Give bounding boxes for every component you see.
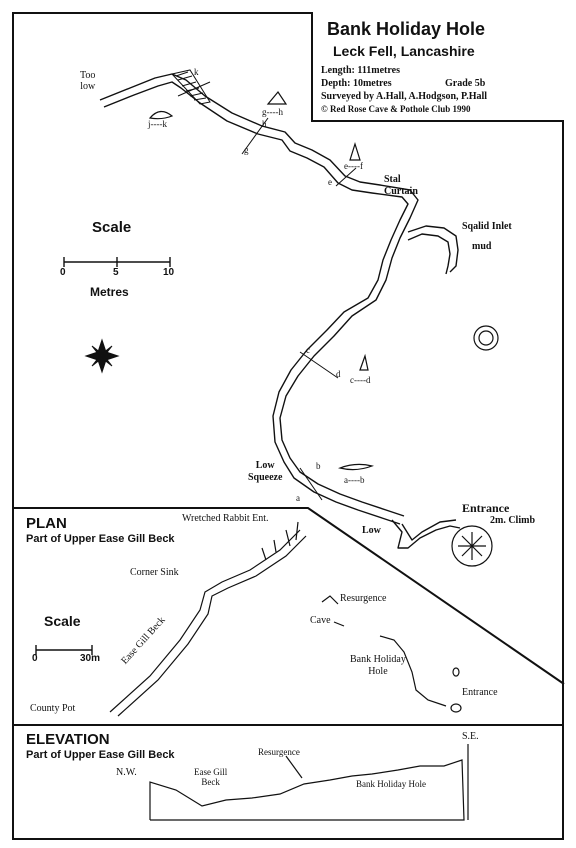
- label-low: Low: [362, 525, 381, 536]
- surveyors-label: Surveyed by A.Hall, A.Hodgson, P.Hall: [321, 91, 488, 102]
- inset-borders: [12, 507, 565, 726]
- label-resurgence: Resurgence: [340, 593, 387, 604]
- map-title: Bank Holiday Hole: [327, 19, 486, 39]
- section-b: b: [316, 461, 321, 471]
- map-frame: [12, 12, 564, 840]
- plan-streamlets: [261, 521, 299, 561]
- depth-label: Depth: 10metres: [321, 78, 392, 89]
- plan-heading: PLAN: [26, 515, 67, 532]
- section-c: c: [306, 345, 310, 355]
- cave-scale-unit: Metres: [90, 285, 129, 299]
- label-too-low: Too low: [80, 70, 96, 92]
- label-nw: N.W.: [116, 767, 137, 778]
- club-credit: © Red Rose Cave & Pothole Club 1990: [321, 104, 471, 114]
- plan-scale-title: Scale: [44, 613, 81, 629]
- grade-label: Grade 5b: [445, 78, 486, 89]
- elevation-subheading: Part of Upper Ease Gill Beck: [26, 749, 175, 761]
- cave-scale-bar: [63, 257, 171, 267]
- plan-cave-arrow: [321, 595, 345, 627]
- section-ab: a----b: [344, 475, 365, 485]
- passage-wall-south: [103, 81, 409, 525]
- label-entrance: Entrance: [462, 501, 510, 515]
- section-g: g: [244, 145, 249, 155]
- inlet-wall-b: [407, 233, 451, 275]
- title-block: Bank Holiday Hole Leck Fell, Lancashire …: [311, 12, 564, 122]
- label-climb: 2m. Climb: [490, 515, 535, 526]
- shakehole-symbols: [451, 325, 499, 567]
- plan-bank-holiday: [379, 635, 447, 707]
- elevation-heading: ELEVATION: [26, 731, 110, 748]
- map-subtitle: Leck Fell, Lancashire: [333, 43, 475, 59]
- cross-sections: [148, 90, 375, 471]
- cave-scale-tick-0: 0: [60, 267, 66, 278]
- cave-passage: [99, 73, 461, 549]
- section-a: a: [296, 493, 300, 503]
- label-county-pot: County Pot: [30, 703, 76, 714]
- compass-rose: [84, 338, 120, 374]
- plan-scale-tick-0: 0: [32, 653, 38, 664]
- cave-scale-title: Scale: [92, 219, 132, 236]
- plan-subheading: Part of Upper Ease Gill Beck: [26, 533, 175, 545]
- length-label: Length: 111metres: [321, 65, 400, 76]
- section-h: h: [262, 119, 267, 129]
- beck-course-a: [109, 529, 301, 713]
- label-cave: Cave: [310, 615, 331, 626]
- label-se: S.E.: [462, 731, 479, 742]
- section-e: e: [328, 177, 332, 187]
- elevation-profile: [149, 744, 469, 821]
- section-d: d: [336, 369, 341, 379]
- label-sqalid-inlet: Sqalid Inlet: [462, 221, 512, 232]
- section-k: k: [194, 67, 199, 77]
- label-mud: mud: [472, 241, 492, 252]
- label-elev-ease-gill: Ease Gill Beck: [194, 767, 228, 787]
- label-wretched-rabbit: Wretched Rabbit Ent.: [182, 513, 269, 524]
- section-cd: c----d: [350, 375, 371, 385]
- inlet-wall-a: [407, 225, 459, 273]
- section-lines: [177, 81, 357, 501]
- section-jk: j----k: [148, 119, 167, 129]
- plan-inset-drawing: [35, 521, 462, 717]
- hatched-slope: [171, 69, 211, 105]
- plan-scale-tick-30m: 30m: [80, 653, 101, 664]
- plan-scale-bar: [35, 645, 93, 655]
- label-elev-bank-holiday: Bank Holiday Hole: [356, 779, 426, 789]
- label-corner-sink: Corner Sink: [130, 567, 179, 578]
- section-gh: g----h: [262, 107, 283, 117]
- label-low-squeeze: Low Squeeze: [248, 460, 283, 483]
- passage-wall-north: [99, 73, 419, 517]
- beck-course-b: [117, 535, 307, 717]
- section-ef: e----f: [344, 161, 363, 171]
- cave-scale-tick-5: 5: [113, 267, 119, 278]
- cave-scale-tick-10: 10: [163, 267, 175, 278]
- label-stal-curtain: Stal Curtain: [384, 174, 418, 197]
- label-elev-resurgence: Resurgence: [258, 747, 300, 757]
- entrance-passage: [391, 519, 461, 549]
- label-plan-bank-holiday: Bank Holiday Hole: [350, 654, 406, 677]
- label-plan-entrance: Entrance: [462, 687, 498, 698]
